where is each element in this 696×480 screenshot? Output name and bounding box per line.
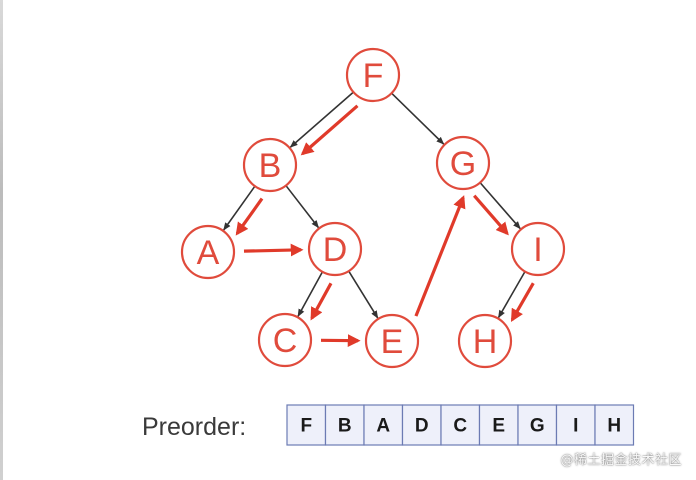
node-circle-F bbox=[345, 47, 401, 103]
traversal-arrow-D-C bbox=[310, 282, 333, 321]
preorder-cell-box bbox=[594, 404, 635, 446]
tree-node-F: F bbox=[345, 47, 401, 103]
preorder-cell-9: H bbox=[594, 404, 635, 446]
tree-node-A: A bbox=[180, 224, 236, 280]
preorder-cell-text: E bbox=[492, 416, 505, 437]
traversal-arrow-E-G bbox=[414, 195, 466, 317]
preorder-cell-text: A bbox=[376, 416, 390, 437]
tree-node-I: I bbox=[510, 221, 566, 277]
traversal-arrow-G-I bbox=[473, 194, 509, 236]
edge-B-D bbox=[285, 185, 320, 229]
watermark-text: @稀土掘金技术社区 bbox=[560, 453, 682, 468]
edge-D-C bbox=[297, 271, 324, 318]
left-border-strip bbox=[0, 0, 3, 480]
tree-nodes: F B G A D I C E H bbox=[180, 47, 566, 369]
edge-D-E bbox=[348, 270, 379, 319]
preorder-cell-3: A bbox=[363, 404, 404, 446]
traversal-arrows bbox=[235, 104, 535, 347]
preorder-cell-5: C bbox=[440, 404, 481, 446]
node-circle-H bbox=[457, 313, 513, 369]
preorder-cell-box bbox=[517, 404, 558, 446]
preorder-cell-box bbox=[555, 404, 596, 446]
preorder-cell-text: F bbox=[300, 416, 312, 437]
node-label-E: E bbox=[381, 323, 404, 361]
node-circle-B bbox=[242, 137, 298, 193]
traversal-arrow-B-A bbox=[235, 197, 264, 236]
edge-F-G bbox=[391, 92, 445, 145]
preorder-cell-text: H bbox=[607, 416, 621, 437]
preorder-cell-box bbox=[363, 404, 404, 446]
traversal-arrow-I-H bbox=[510, 282, 535, 322]
tree-node-E: E bbox=[364, 313, 420, 369]
tree-node-D: D bbox=[307, 221, 363, 277]
preorder-cell-2: B bbox=[324, 404, 365, 446]
preorder-cell-text: B bbox=[338, 416, 352, 437]
edge-B-A bbox=[223, 185, 256, 231]
node-label-A: A bbox=[197, 234, 220, 272]
node-label-H: H bbox=[473, 323, 498, 361]
preorder-cell-box bbox=[401, 404, 442, 446]
node-circle-I bbox=[510, 221, 566, 277]
preorder-label: Preorder: bbox=[142, 413, 246, 441]
preorder-cell-1: F bbox=[286, 404, 327, 446]
tree-node-H: H bbox=[457, 313, 513, 369]
preorder-cell-8: I bbox=[555, 404, 596, 446]
preorder-cell-7: G bbox=[517, 404, 558, 446]
node-label-C: C bbox=[273, 322, 298, 360]
preorder-cell-box bbox=[478, 404, 519, 446]
node-label-I: I bbox=[533, 231, 542, 269]
node-circle-E bbox=[364, 313, 420, 369]
node-circle-A bbox=[180, 224, 236, 280]
preorder-cell-box bbox=[440, 404, 481, 446]
preorder-cell-6: E bbox=[478, 404, 519, 446]
node-label-B: B bbox=[259, 147, 282, 185]
traversal-arrow-A-D bbox=[243, 243, 304, 257]
preorder-cell-text: D bbox=[415, 416, 429, 437]
node-label-G: G bbox=[450, 145, 476, 183]
edge-I-H bbox=[497, 271, 526, 319]
tree-node-C: C bbox=[257, 312, 313, 368]
tree-node-B: B bbox=[242, 137, 298, 193]
traversal-arrow-F-B bbox=[300, 104, 359, 156]
preorder-cell-text: I bbox=[573, 416, 578, 437]
preorder-cell-text: G bbox=[530, 416, 545, 437]
edge-F-B bbox=[289, 91, 354, 148]
preorder-cell-text: C bbox=[453, 416, 467, 437]
tree-node-G: G bbox=[435, 135, 491, 191]
node-circle-C bbox=[257, 312, 313, 368]
node-circle-D bbox=[307, 221, 363, 277]
node-label-D: D bbox=[323, 231, 348, 269]
node-circle-G bbox=[435, 135, 491, 191]
preorder-cell-4: D bbox=[401, 404, 442, 446]
tree-edges bbox=[223, 91, 526, 319]
edge-G-I bbox=[479, 182, 521, 230]
preorder-cell-box bbox=[286, 404, 327, 446]
node-label-F: F bbox=[363, 57, 384, 95]
